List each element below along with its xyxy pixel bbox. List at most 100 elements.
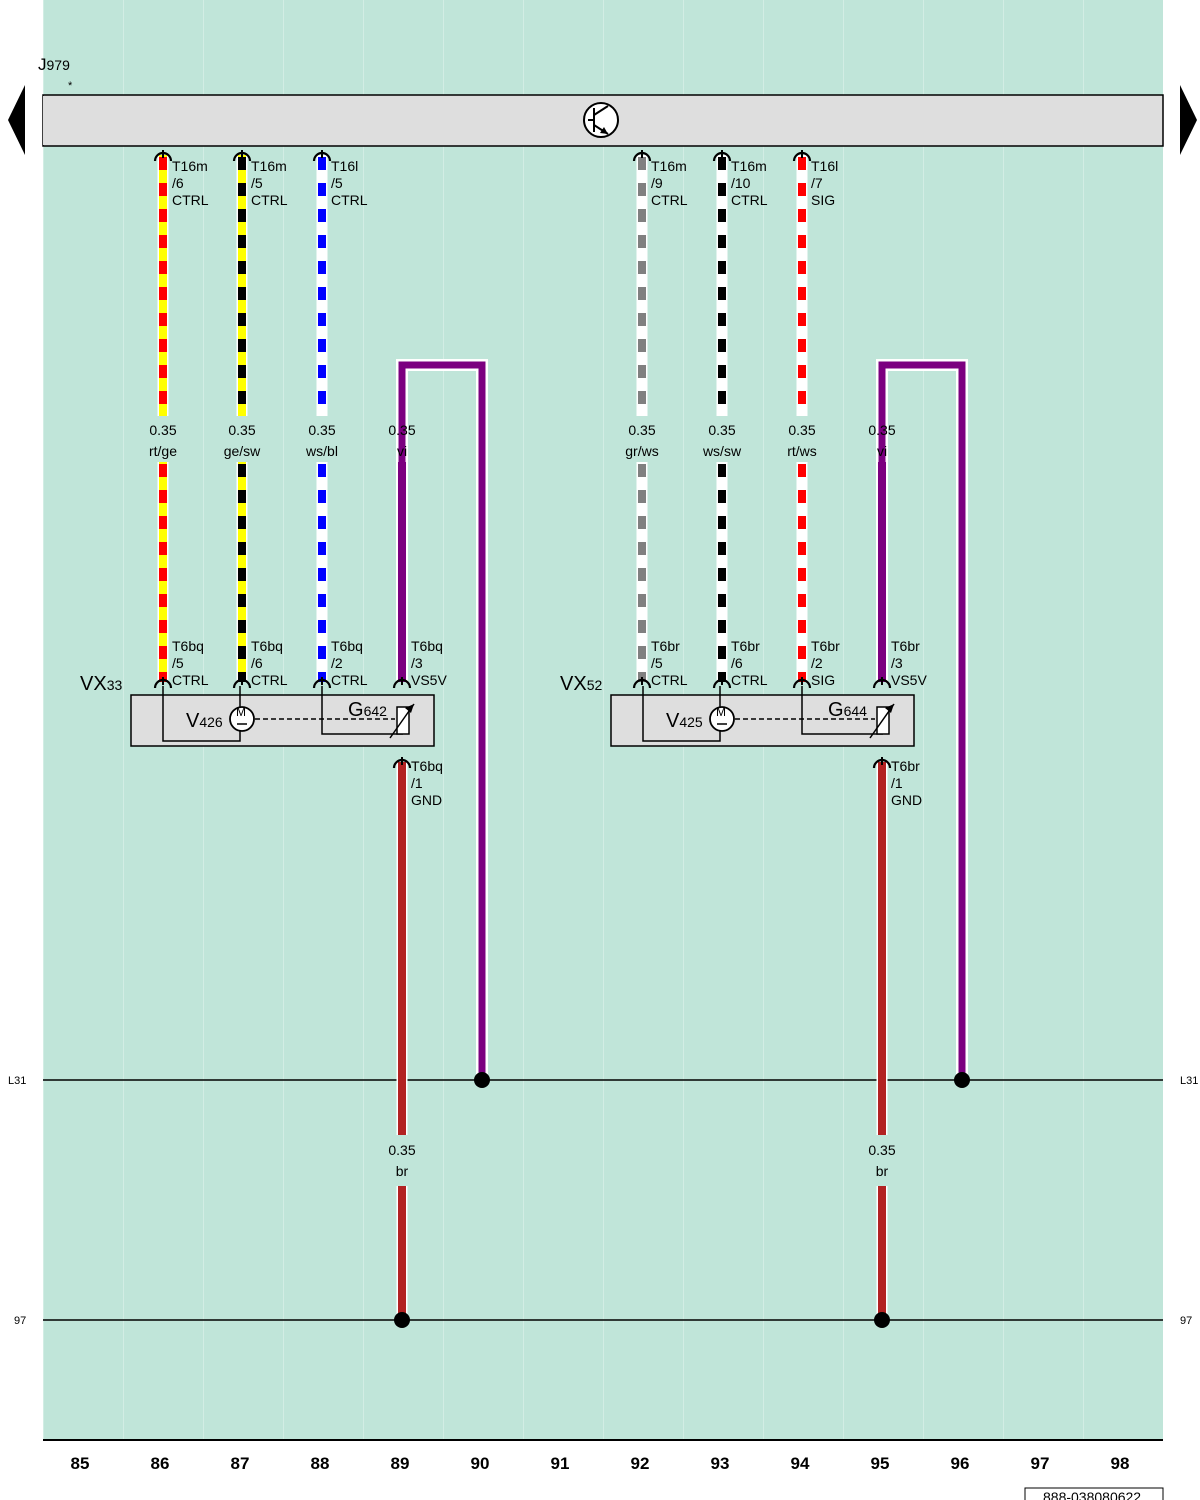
wire-w87-lower-stripe [238,516,246,529]
wire-w93-upper-stripe [718,365,726,378]
wire-w92-bottom-pin-label-pin: /5 [651,655,663,671]
rail-97-left-label: 97 [14,1315,26,1327]
wire-w94-lower-stripe [798,464,806,477]
wire-w92-lower-stripe [638,464,646,477]
wire-w86-lower-stripe [159,568,167,581]
ground-wire-g89-label-color-code: br [396,1163,409,1179]
wire-w88-lower-stripe [318,490,326,503]
wire-w93-upper-stripe [718,313,726,326]
wire-w87-top-pin-label-pin: /5 [251,175,263,191]
wire-w94-top-pin-label-signal: SIG [811,192,835,208]
column-number: 93 [711,1454,730,1473]
wire-w87-upper-stripe [238,339,246,352]
wire-w88-lower-stripe [318,594,326,607]
wire-w94-bottom-pin-label-signal: SIG [811,672,835,688]
wire-w86-lower-stripe [159,594,167,607]
wire-w93-label-size: 0.35 [708,422,735,438]
motor-v425-label: V425 [666,710,703,732]
column-number: 90 [471,1454,490,1473]
ground-wire-g95-label-size: 0.35 [868,1142,895,1158]
wire-layer [153,150,970,1328]
wire-w86-lower-stripe [159,620,167,633]
wire-w94-upper-stripe [798,235,806,248]
wire-w93-upper-stripe [718,391,726,404]
rail-l31-right-label: L31 [1180,1075,1198,1087]
wire-w92-bottom-pin-label-plug: T6br [651,638,680,654]
ground-wire-g95-pin-label-signal: GND [891,792,922,808]
wire-w94-upper-stripe [798,287,806,300]
wire-w88-bottom-pin-label-plug: T6bq [331,638,363,654]
wire-w87-upper-stripe [238,261,246,274]
wire-w87-bottom-pin-label-pin: /6 [251,655,263,671]
wire-w88-upper-stripe [318,339,326,352]
wire-w94-lower-stripe [798,568,806,581]
wire-w94-upper-stripe [798,209,806,222]
column-number: 86 [151,1454,170,1473]
wire-w89-label-size: 0.35 [388,422,415,438]
wire-w92-upper-stripe [638,157,646,170]
wire-w92-top-pin-label-plug: T16m [651,158,687,174]
wire-w87-lower-stripe [238,542,246,555]
wire-w87-bottom-pin-label-plug: T6bq [251,638,283,654]
wire-w87-upper-stripe [238,183,246,196]
wire-w92-lower-stripe [638,620,646,633]
wire-w89-loop-junction-dot [474,1072,490,1088]
component-vx52-label: VX52 [560,673,602,695]
previous-page-arrow-icon[interactable] [8,85,25,155]
column-number: 92 [631,1454,650,1473]
wire-w94-label-size: 0.35 [788,422,815,438]
wire-w94-lower-stripe [798,542,806,555]
potentiometer-icon [389,703,415,739]
wire-w94-top-pin-label-pin: /7 [811,175,823,191]
wire-w88-top-pin-label-pin: /5 [331,175,343,191]
wire-w87-upper-stripe [238,209,246,222]
wire-w86-bottom-pin-label-plug: T6bq [172,638,204,654]
ground-wire-g89-pin-label-pin: /1 [411,775,423,791]
wire-w87-lower-stripe [238,594,246,607]
column-number: 88 [311,1454,330,1473]
wire-w92-upper-stripe [638,287,646,300]
wire-w88-upper-stripe [318,235,326,248]
wire-w93-top-pin-label-pin: /10 [731,175,751,191]
wire-w89-label-color-code: vi [397,443,407,459]
column-number: 87 [231,1454,250,1473]
wire-w87-lower-stripe [238,646,246,659]
wire-w94-upper-stripe [798,157,806,170]
wire-w94-lower-stripe [798,646,806,659]
wire-w89-lower-core [398,462,406,682]
wire-w88-upper-stripe [318,209,326,222]
wire-w94-label-color-code: rt/ws [787,443,817,459]
component-vx52-housing [610,694,915,747]
wire-w92-upper-stripe [638,339,646,352]
wire-w87-upper-stripe [238,365,246,378]
wire-w93-upper-stripe [718,339,726,352]
wire-w92-upper-stripe [638,235,646,248]
wire-w88-upper-stripe [318,313,326,326]
wire-w92-upper-stripe [638,313,646,326]
wire-w95-bottom-pin-label-plug: T6br [891,638,920,654]
ground-wire-g89-pin-label-signal: GND [411,792,442,808]
wire-w86-label-size: 0.35 [149,422,176,438]
wire-w87-upper-stripe [238,313,246,326]
next-page-arrow-icon[interactable] [1180,85,1197,155]
wire-w93-upper-stripe [718,235,726,248]
column-number: 97 [1031,1454,1050,1473]
motor-icon: M [229,705,255,732]
svg-text:M: M [716,705,726,719]
wire-w87-label-size: 0.35 [228,422,255,438]
wire-w93-upper-stripe [718,209,726,222]
wire-w92-label-size: 0.35 [628,422,655,438]
wire-w93-upper-stripe [718,157,726,170]
wire-w88-top-pin-label-plug: T16l [331,158,358,174]
wire-w94-bottom-pin-label-plug: T6br [811,638,840,654]
wire-w86-upper-stripe [159,261,167,274]
ground-wire-g95-pin-label-plug: T6br [891,758,920,774]
wire-w86-upper-stripe [159,235,167,248]
wire-w95-lower-core [878,462,886,682]
wire-w93-upper-stripe [718,287,726,300]
wire-w93-upper-stripe [718,261,726,274]
wire-w92-label-color-code: gr/ws [625,443,658,459]
